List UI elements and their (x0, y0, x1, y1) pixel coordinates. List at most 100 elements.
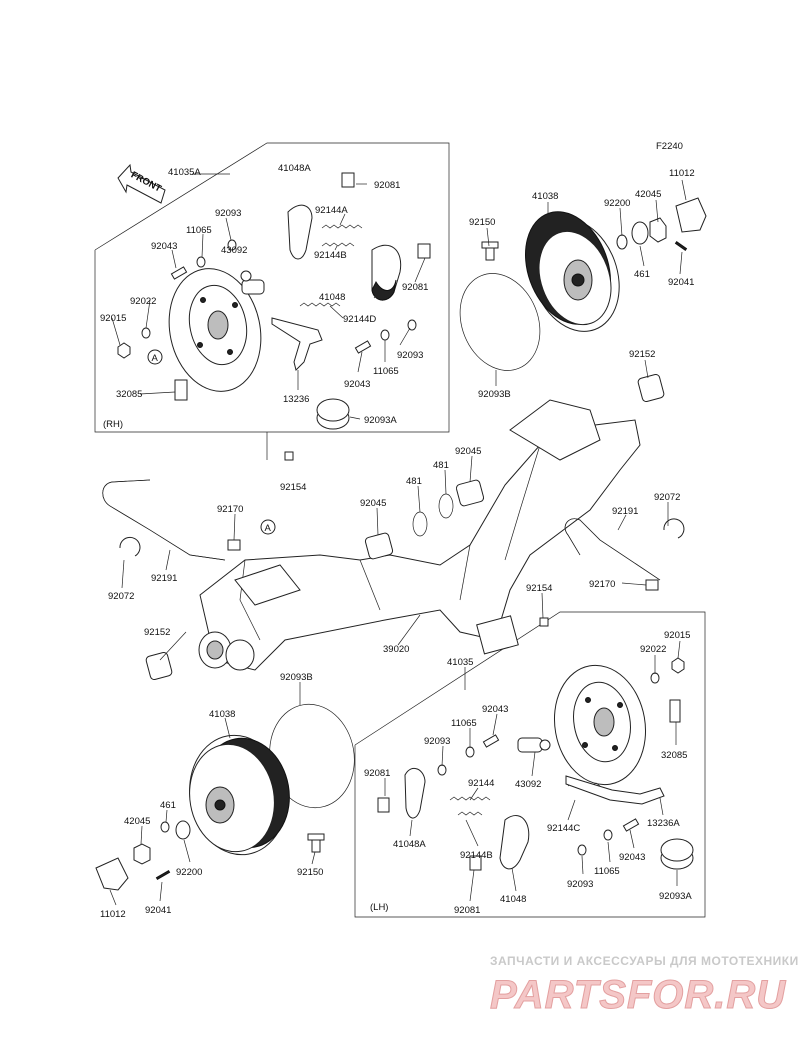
lh-seal (660, 838, 694, 870)
part-label: 92154 (280, 482, 306, 493)
part-label: 92081 (402, 282, 428, 293)
rh-springs (299, 224, 363, 307)
part-label: 92081 (364, 768, 390, 779)
part-label: 11065 (451, 718, 477, 729)
part-label: 92200 (176, 867, 202, 878)
rh-clips (341, 172, 431, 259)
part-label: 11065 (373, 366, 399, 377)
part-label: 92200 (604, 198, 630, 209)
part-label: 92093B (280, 672, 313, 683)
rh-small-hardware (117, 239, 417, 401)
part-label: 92154 (526, 583, 552, 594)
part-label: 41038 (532, 191, 558, 202)
ref-marker-a-top-label: A (152, 353, 159, 364)
ref-marker-a-mid (260, 519, 276, 535)
rh-drum-oring (459, 273, 541, 371)
part-label: 11065 (594, 866, 620, 877)
part-label: 41035A (168, 167, 201, 178)
part-label: 92093 (567, 879, 593, 890)
part-label: 92093 (215, 208, 241, 219)
part-label: 92022 (640, 644, 666, 655)
part-label: 481 (406, 476, 422, 487)
part-label: 92191 (151, 573, 177, 584)
lh-hub-parts (95, 820, 325, 891)
lh-brake-shoe-b (499, 815, 530, 870)
part-label: 92043 (344, 379, 370, 390)
rh-seal (316, 398, 350, 430)
rh-brake-shoe-b (371, 244, 402, 301)
part-label: 11065 (186, 225, 212, 236)
part-label: 32085 (116, 389, 142, 400)
part-label: 11012 (669, 168, 695, 179)
part-label: 92093A (364, 415, 397, 426)
part-label: 92093 (424, 736, 450, 747)
part-label: 39020 (383, 644, 409, 655)
part-label: 92043 (619, 852, 645, 863)
lh-brake-drum (189, 734, 290, 856)
part-label: 92144B (460, 850, 493, 861)
rh-wheel-cylinder (240, 270, 265, 295)
lh-wheel-cylinder (517, 737, 551, 753)
lh-brake-group-frame (354, 611, 706, 918)
part-label: 41035 (447, 657, 473, 668)
part-label: 92170 (589, 579, 615, 590)
lh-brake-shoe-a (404, 767, 426, 819)
part-label: 92191 (612, 506, 638, 517)
part-label: 13236 (283, 394, 309, 405)
part-label: 43092 (221, 245, 247, 256)
part-label: 461 (634, 269, 650, 280)
ref-marker-a-top (147, 349, 163, 365)
figure-code: F2240 (656, 141, 683, 152)
rh-brake-drum (524, 211, 620, 332)
leader-lines (109, 173, 687, 906)
part-label: 92045 (455, 446, 481, 457)
part-label: 92041 (145, 905, 171, 916)
part-label: 92015 (100, 313, 126, 324)
ref-marker-a-mid-label: A (265, 523, 272, 534)
watermark-subtitle: ЗАПЧАСТИ И АКСЕССУАРЫ ДЛЯ МОТОТЕХНИКИ (490, 954, 799, 968)
lh-lever (565, 775, 665, 805)
rh-hub-parts (616, 197, 707, 251)
part-label: 92144C (547, 823, 580, 834)
part-label: 92150 (297, 867, 323, 878)
part-label: 11012 (100, 909, 126, 920)
part-label: 92144B (314, 250, 347, 261)
part-label: 92072 (654, 492, 680, 503)
part-label: 92022 (130, 296, 156, 307)
breather-hoses (102, 479, 685, 591)
part-label: 92144D (343, 314, 376, 325)
part-label: 43092 (515, 779, 541, 790)
part-label: 92041 (668, 277, 694, 288)
lh-backing-plate (553, 664, 647, 786)
rh-backing-plate (168, 268, 262, 392)
part-label: 92093 (397, 350, 423, 361)
swing-arm-bushings (145, 373, 665, 681)
swing-arm (198, 399, 641, 671)
swing-arm-bolts (284, 451, 549, 627)
part-label: 481 (433, 460, 449, 471)
part-label: 461 (160, 800, 176, 811)
part-label: 92072 (108, 591, 134, 602)
part-label: 41048 (500, 894, 526, 905)
part-label: 92045 (360, 498, 386, 509)
part-label: 41038 (209, 709, 235, 720)
part-label: 32085 (661, 750, 687, 761)
rh-lever (271, 317, 323, 371)
watermark-logo: PARTSFOR.RU (490, 973, 786, 1017)
part-label: 92170 (217, 504, 243, 515)
part-label: 13236A (647, 818, 680, 829)
part-label: 92144 (468, 778, 494, 789)
part-label: 92015 (664, 630, 690, 641)
part-label: 92093B (478, 389, 511, 400)
part-label: 92081 (454, 905, 480, 916)
part-label: 92093A (659, 891, 692, 902)
part-label: 92152 (144, 627, 170, 638)
part-label: 42045 (124, 816, 150, 827)
part-label: 41048A (393, 839, 426, 850)
front-direction-arrow: FRONT (117, 163, 166, 204)
lh-group-label: (LH) (370, 902, 388, 913)
rh-bolt (481, 241, 499, 261)
part-label: 92043 (151, 241, 177, 252)
rh-brake-group-frame (94, 142, 450, 433)
